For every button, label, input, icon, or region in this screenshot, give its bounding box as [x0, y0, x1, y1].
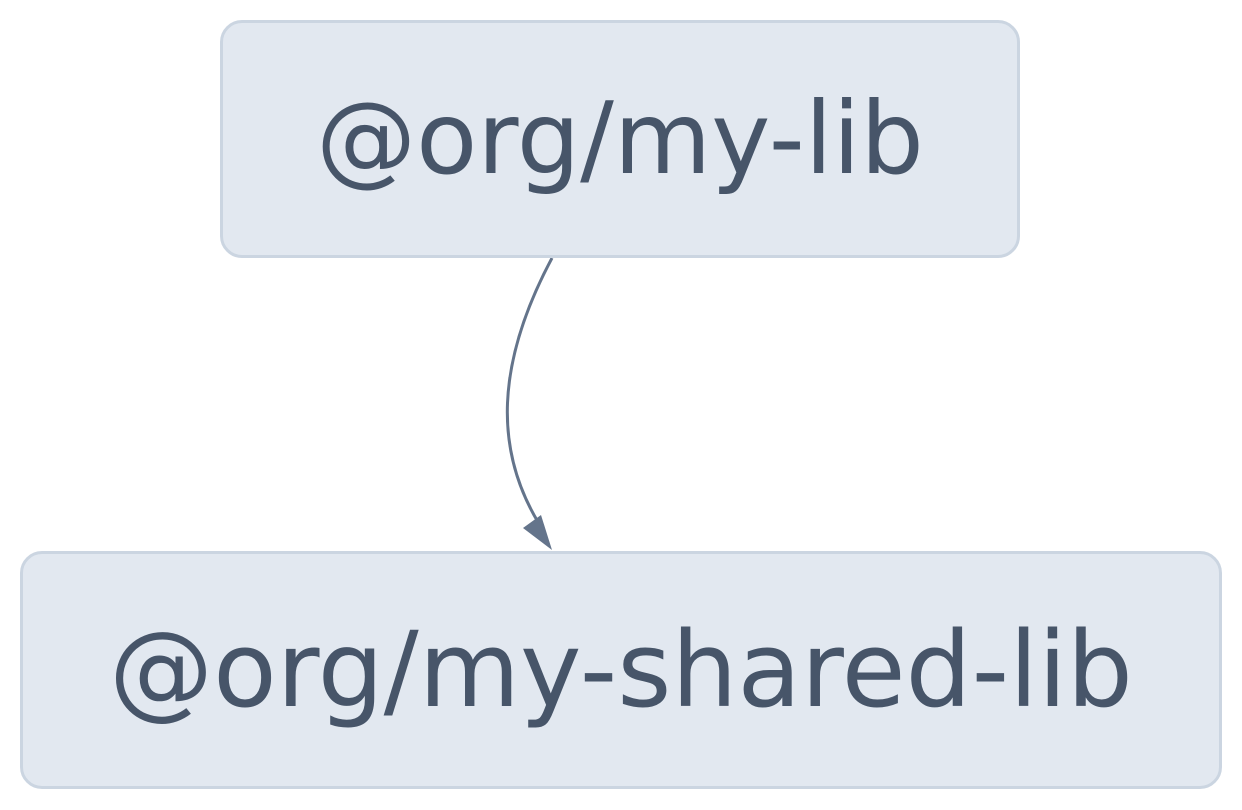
node-label: @org/my-lib [316, 80, 924, 197]
node-my-shared-lib[interactable]: @org/my-shared-lib [20, 551, 1222, 789]
arrowhead-icon [523, 515, 552, 550]
node-my-lib[interactable]: @org/my-lib [220, 20, 1020, 258]
edge-my-lib-to-my-shared-lib [505, 257, 554, 523]
node-label: @org/my-shared-lib [109, 609, 1133, 731]
